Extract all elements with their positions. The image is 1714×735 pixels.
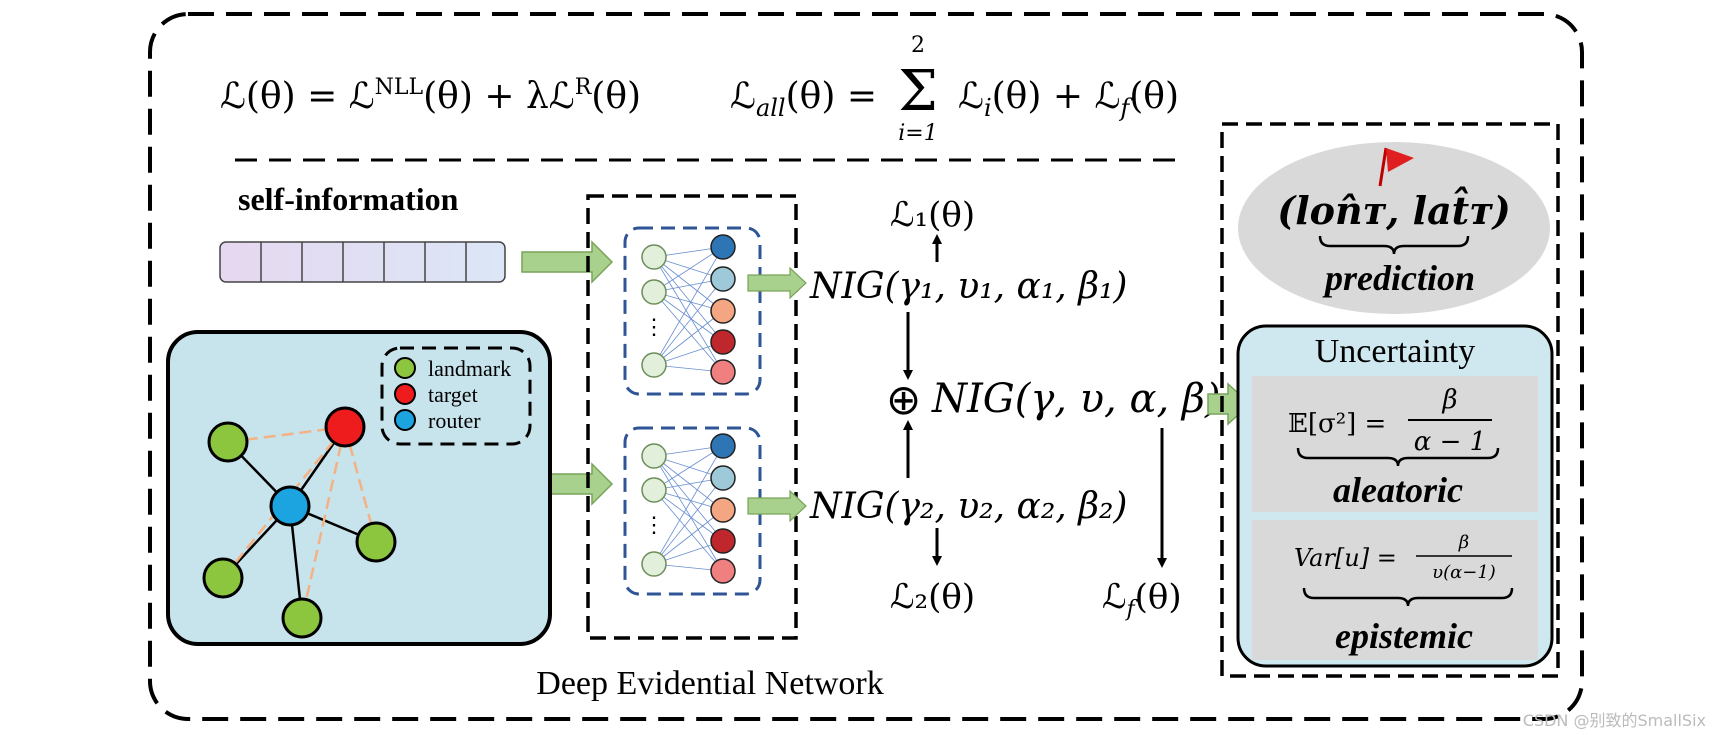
node-router [269, 485, 311, 527]
den-label: Deep Evidential Network [536, 665, 883, 702]
loss-i: ℒ [958, 76, 984, 117]
watermark: CSDN @别致的SmallSix [1523, 711, 1706, 730]
aleatoric-denominator: α − 1 [1414, 427, 1486, 457]
graph-nodes [202, 406, 397, 639]
aleatoric-formula-lhs: 𝔼[σ²] = [1288, 409, 1386, 439]
epistemic-numerator: β [1458, 532, 1469, 553]
loss-all-sub: all [756, 94, 786, 122]
loss-rhs-end: (θ) [1129, 76, 1179, 117]
lossf-text: ℒf(θ) [1102, 577, 1182, 622]
prediction-coord: (lon̂ᴛ, lat̂ᴛ) [1277, 187, 1511, 233]
svg-text:ℒ(θ) = ℒNLL(θ) + λℒR(θ): ℒ(θ) = ℒNLL(θ) + λℒR(θ) [220, 75, 641, 117]
loss-nll-sup: NLL [375, 75, 424, 100]
sum-sigma: Σ [898, 59, 938, 124]
sum-upper: 2 [911, 33, 925, 58]
den-box [586, 194, 798, 640]
loss-rhs-mid: (θ) + ℒ [992, 76, 1121, 117]
epistemic-box [1252, 520, 1538, 660]
neural-net-2: ⋮ [623, 426, 762, 596]
prediction-brace [1318, 235, 1470, 255]
oplus-symbol: ⊕ [886, 375, 921, 424]
legend-box [380, 346, 532, 446]
epistemic-formula-lhs: Var[u] = [1294, 544, 1397, 572]
node-landmark-2 [355, 521, 397, 563]
epistemic-denominator: υ(α−1) [1432, 562, 1496, 583]
net2-ellipsis: ⋮ [643, 513, 665, 538]
outer-frame [148, 12, 1584, 721]
nig1-text: NIG(γ₁, υ₁, α₁, β₁) [809, 266, 1127, 307]
node-landmark-3 [202, 557, 244, 599]
neural-net-1: ⋮ [623, 226, 762, 396]
loss-total-part2: (θ) + λℒ [423, 76, 575, 117]
prediction-label: prediction [1322, 258, 1475, 298]
arrow-net1-to-nig1 [747, 266, 807, 300]
legend-router-label: router [428, 408, 481, 433]
formula-loss-total: ℒ(θ) = ℒNLL(θ) + λℒR(θ) [220, 75, 641, 117]
loss-total-part3: (θ) [591, 76, 641, 117]
legend-target: target [394, 382, 478, 407]
self-information-bar [219, 241, 506, 283]
loss-r-sup: R [575, 75, 593, 100]
flag-icon [1378, 147, 1414, 187]
uncertainty-title: Uncertainty [1315, 333, 1476, 370]
legend-landmark-label: landmark [428, 356, 511, 381]
nig2-text: NIG(γ₂, υ₂, α₂, β₂) [809, 486, 1127, 527]
epistemic-label: epistemic [1335, 616, 1473, 656]
legend-router: router [394, 408, 481, 433]
self-information-label: self-information [238, 181, 459, 217]
node-landmark-4 [281, 597, 323, 639]
aleatoric-brace [1296, 447, 1500, 467]
aleatoric-numerator: β [1441, 385, 1457, 415]
legend-landmark: landmark [394, 356, 511, 381]
epistemic-brace [1302, 587, 1514, 607]
loss-all-eq: (θ) = [786, 76, 877, 117]
lossf-l: ℒ [1102, 577, 1127, 617]
loss-all-l: ℒ [730, 76, 756, 117]
output-box [1220, 122, 1560, 678]
svg-text:ℒi(θ) + ℒf(θ): ℒi(θ) + ℒf(θ) [958, 76, 1179, 122]
node-target [324, 406, 366, 448]
aleatoric-box [1252, 376, 1538, 512]
legend-target-label: target [428, 382, 478, 407]
aleatoric-label: aleatoric [1333, 470, 1463, 510]
graph-panel [166, 330, 552, 646]
nig-combined-text: NIG(γ, υ, α, β) [931, 376, 1221, 422]
svg-text:ℒall(θ) =: ℒall(θ) = [730, 76, 877, 122]
sum-lower: i=1 [898, 121, 937, 146]
black-arrows [903, 234, 1167, 568]
net1-ellipsis: ⋮ [643, 315, 665, 340]
formula-loss-all: ℒall(θ) = 2 Σ i=1 ℒi(θ) + ℒf(θ) [730, 33, 1179, 146]
loss1-text: ℒ₁(θ) [890, 195, 975, 235]
arrow-self-info-to-net [521, 240, 614, 284]
lossf-end: (θ) [1135, 577, 1182, 617]
loss2-text: ℒ₂(θ) [890, 577, 975, 617]
loss-total-part1: ℒ(θ) = ℒ [220, 76, 375, 117]
node-landmark-1 [207, 421, 249, 463]
prediction-ellipse [1238, 142, 1550, 314]
arrow-net2-to-nig2 [747, 489, 807, 523]
loss-i-sub: i [984, 94, 992, 122]
